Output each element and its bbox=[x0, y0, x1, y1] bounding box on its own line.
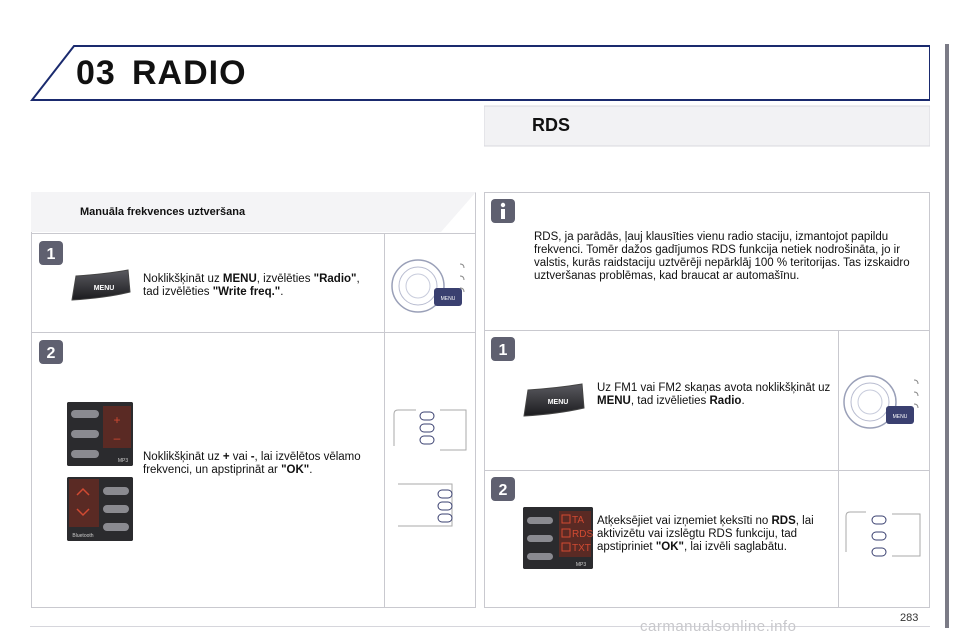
menu-button-icon: MENU bbox=[71, 269, 131, 301]
svg-text:1: 1 bbox=[47, 246, 56, 263]
step-1-badge: 1 bbox=[39, 241, 63, 265]
rds-step-1-instruction: Uz FM1 vai FM2 skaņas avota noklikšķināt… bbox=[597, 382, 831, 407]
chapter-title: RADIO bbox=[132, 54, 247, 92]
ok-screen: Bluetooth bbox=[67, 477, 133, 541]
svg-text:MP3: MP3 bbox=[576, 562, 587, 568]
divider bbox=[31, 233, 476, 234]
rds-info-text: RDS, ja parādās, ļauj klausīties vienu r… bbox=[534, 231, 910, 282]
svg-text:2: 2 bbox=[499, 482, 508, 499]
footer-line bbox=[30, 626, 930, 627]
rds-options-screen: TA RDS TXT MP3 bbox=[523, 507, 593, 569]
svg-text:–: – bbox=[114, 431, 121, 445]
manual-tuning-title: Manuāla frekvences uztveršana bbox=[80, 206, 246, 218]
svg-text:1: 1 bbox=[499, 342, 508, 359]
page-number: 283 bbox=[900, 612, 919, 624]
divider bbox=[484, 330, 930, 331]
svg-text:MENU: MENU bbox=[441, 296, 456, 302]
menu-button-icon: MENU bbox=[523, 383, 585, 417]
divider bbox=[31, 332, 476, 333]
info-icon bbox=[491, 199, 515, 223]
step-1-instruction: Noklikšķināt uz MENU, izvēlēties "Radio"… bbox=[143, 273, 360, 298]
control-thumbnail-2 bbox=[393, 409, 467, 451]
divider bbox=[484, 470, 930, 471]
left-panel-title-bg bbox=[31, 192, 476, 232]
rds-step-2-instruction: Atķeksējiet vai izņemiet ķeksīti no RDS,… bbox=[597, 515, 814, 553]
divider bbox=[384, 233, 385, 608]
section-header bbox=[484, 104, 930, 148]
svg-text:MENU: MENU bbox=[94, 285, 115, 292]
svg-text:MP3: MP3 bbox=[118, 458, 129, 464]
step-1-badge: 1 bbox=[491, 337, 515, 361]
step-2-badge: 2 bbox=[491, 477, 515, 501]
svg-text:2: 2 bbox=[47, 345, 56, 362]
chapter-number: 03 bbox=[76, 54, 116, 92]
step-2-badge: 2 bbox=[39, 340, 63, 364]
svg-text:MENU: MENU bbox=[893, 414, 908, 420]
control-thumbnail-4 bbox=[845, 511, 921, 557]
control-thumbnail-3 bbox=[398, 483, 453, 527]
svg-text:TXT: TXT bbox=[572, 543, 591, 554]
chapter-banner bbox=[30, 44, 930, 102]
svg-text:Bluetooth: Bluetooth bbox=[72, 533, 93, 539]
frequency-screen: + – MP3 bbox=[67, 402, 133, 466]
divider bbox=[838, 330, 839, 608]
svg-text:TA: TA bbox=[572, 515, 584, 526]
side-stripe bbox=[945, 44, 949, 628]
svg-text:+: + bbox=[113, 413, 120, 427]
svg-text:RDS: RDS bbox=[572, 529, 593, 540]
svg-text:MENU: MENU bbox=[548, 399, 569, 406]
control-panel-thumbnail: MENU bbox=[391, 259, 465, 313]
section-title: RDS bbox=[532, 115, 571, 135]
control-panel-thumbnail: MENU bbox=[843, 375, 919, 429]
step-2-instruction: Noklikšķināt uz + vai -, lai izvēlētos v… bbox=[143, 451, 361, 476]
watermark: carmanualsonline.info bbox=[640, 618, 797, 635]
